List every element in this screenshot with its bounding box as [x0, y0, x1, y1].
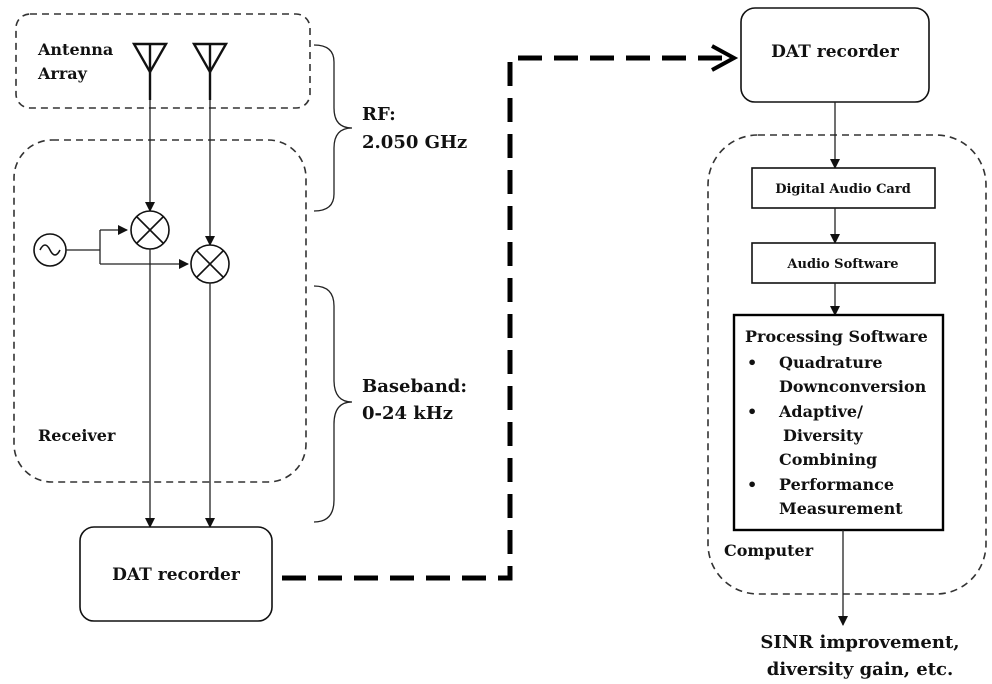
processing-item-1-line1: Quadrature [779, 353, 883, 372]
baseband-label-line1: Baseband: [362, 376, 467, 397]
baseband-brace [313, 285, 353, 523]
antenna-array-label-line1: Antenna [37, 40, 113, 59]
receiver-label: Receiver [38, 426, 116, 445]
tape-transfer-path [282, 55, 722, 581]
rf-brace [313, 44, 353, 212]
bullet-2: • [747, 402, 757, 421]
dat-recorder-left-box [79, 526, 273, 622]
antenna-array-group [15, 13, 311, 109]
digital-audio-card-label: Digital Audio Card [775, 182, 911, 197]
computer-label: Computer [724, 541, 814, 560]
receiver-group [13, 139, 307, 483]
antenna-1-icon [131, 42, 169, 100]
bullet-3: • [747, 475, 757, 494]
processing-software-box [732, 313, 945, 532]
processing-item-2-line1: Adaptive/ [778, 402, 863, 421]
computer-group [707, 134, 987, 595]
processing-item-3-line1: Performance [779, 475, 894, 494]
processing-item-2-line3: Combining [779, 450, 877, 469]
output-label-line1: SINR improvement, [760, 632, 959, 653]
mixer-2-icon [190, 244, 230, 284]
processing-item-2-line2: Diversity [783, 426, 863, 445]
processing-software-title: Processing Software [745, 327, 928, 346]
rf-label-line1: RF: [362, 104, 396, 125]
digital-audio-card-box [751, 167, 936, 209]
baseband-label-line2: 0-24 kHz [362, 403, 453, 424]
antenna-array-label-line2: Array [37, 64, 88, 83]
lo-distribution-lines [66, 225, 189, 269]
rf-label-line2: 2.050 GHz [362, 132, 467, 153]
processing-item-1-line2: Downconversion [779, 377, 927, 396]
output-label-line2: diversity gain, etc. [767, 659, 954, 680]
oscillator-icon [33, 233, 67, 267]
mixer-1-icon [130, 210, 170, 250]
tape-transfer-arrowhead [711, 44, 739, 72]
bullet-1: • [747, 353, 757, 372]
audio-software-box [751, 242, 936, 284]
dat-recorder-right-label: DAT recorder [771, 42, 900, 62]
audio-software-label: Audio Software [786, 257, 898, 272]
dat-recorder-left-label: DAT recorder [112, 565, 241, 585]
antenna-2-icon [191, 42, 229, 100]
processing-item-3-line2: Measurement [779, 499, 903, 518]
